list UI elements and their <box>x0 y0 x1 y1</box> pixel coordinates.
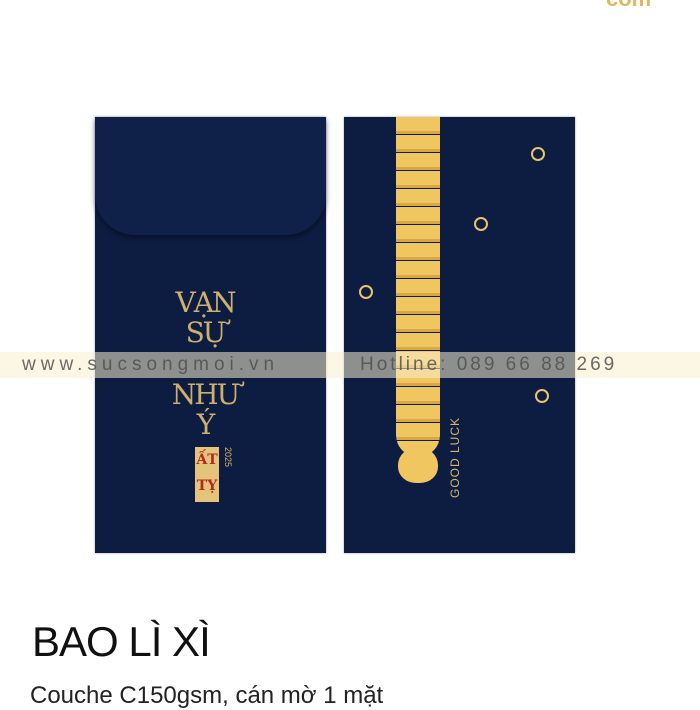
coin-icon <box>474 217 488 231</box>
brand-logo-fragment: com <box>606 0 651 12</box>
watermark-website: www.sucsongmoi.vn <box>22 354 280 375</box>
art-line: VẠN <box>175 286 237 319</box>
art-line: Ý <box>196 408 215 441</box>
product-name: BAO LÌ XÌ <box>32 618 211 665</box>
snake-body-icon <box>396 117 440 457</box>
envelope-front: VẠN SỰ NHƯ Ý ẤT TỴ 2025 <box>95 117 326 553</box>
envelope-flap <box>95 117 326 235</box>
coin-icon <box>535 389 549 403</box>
calligraphy-title-top: VẠN SỰ <box>165 288 245 348</box>
product-spec: Couche C150gsm, cán mờ 1 mặt <box>30 682 384 709</box>
coin-icon <box>531 147 545 161</box>
art-line: NHƯ <box>171 378 241 411</box>
snake-head-icon <box>398 447 438 483</box>
seal-stamp: ẤT TỴ <box>195 447 219 502</box>
envelope-back: GOOD LUCK <box>344 117 575 553</box>
art-line: SỰ <box>185 316 227 349</box>
calligraphy-title-bottom: NHƯ Ý <box>165 380 245 440</box>
coin-icon <box>359 285 373 299</box>
year-text: 2025 <box>223 447 233 468</box>
watermark-band: www.sucsongmoi.vn Hotline: 089 66 88 269 <box>0 352 700 378</box>
good-luck-text: GOOD LUCK <box>448 417 462 499</box>
watermark-hotline: Hotline: 089 66 88 269 <box>360 354 618 375</box>
